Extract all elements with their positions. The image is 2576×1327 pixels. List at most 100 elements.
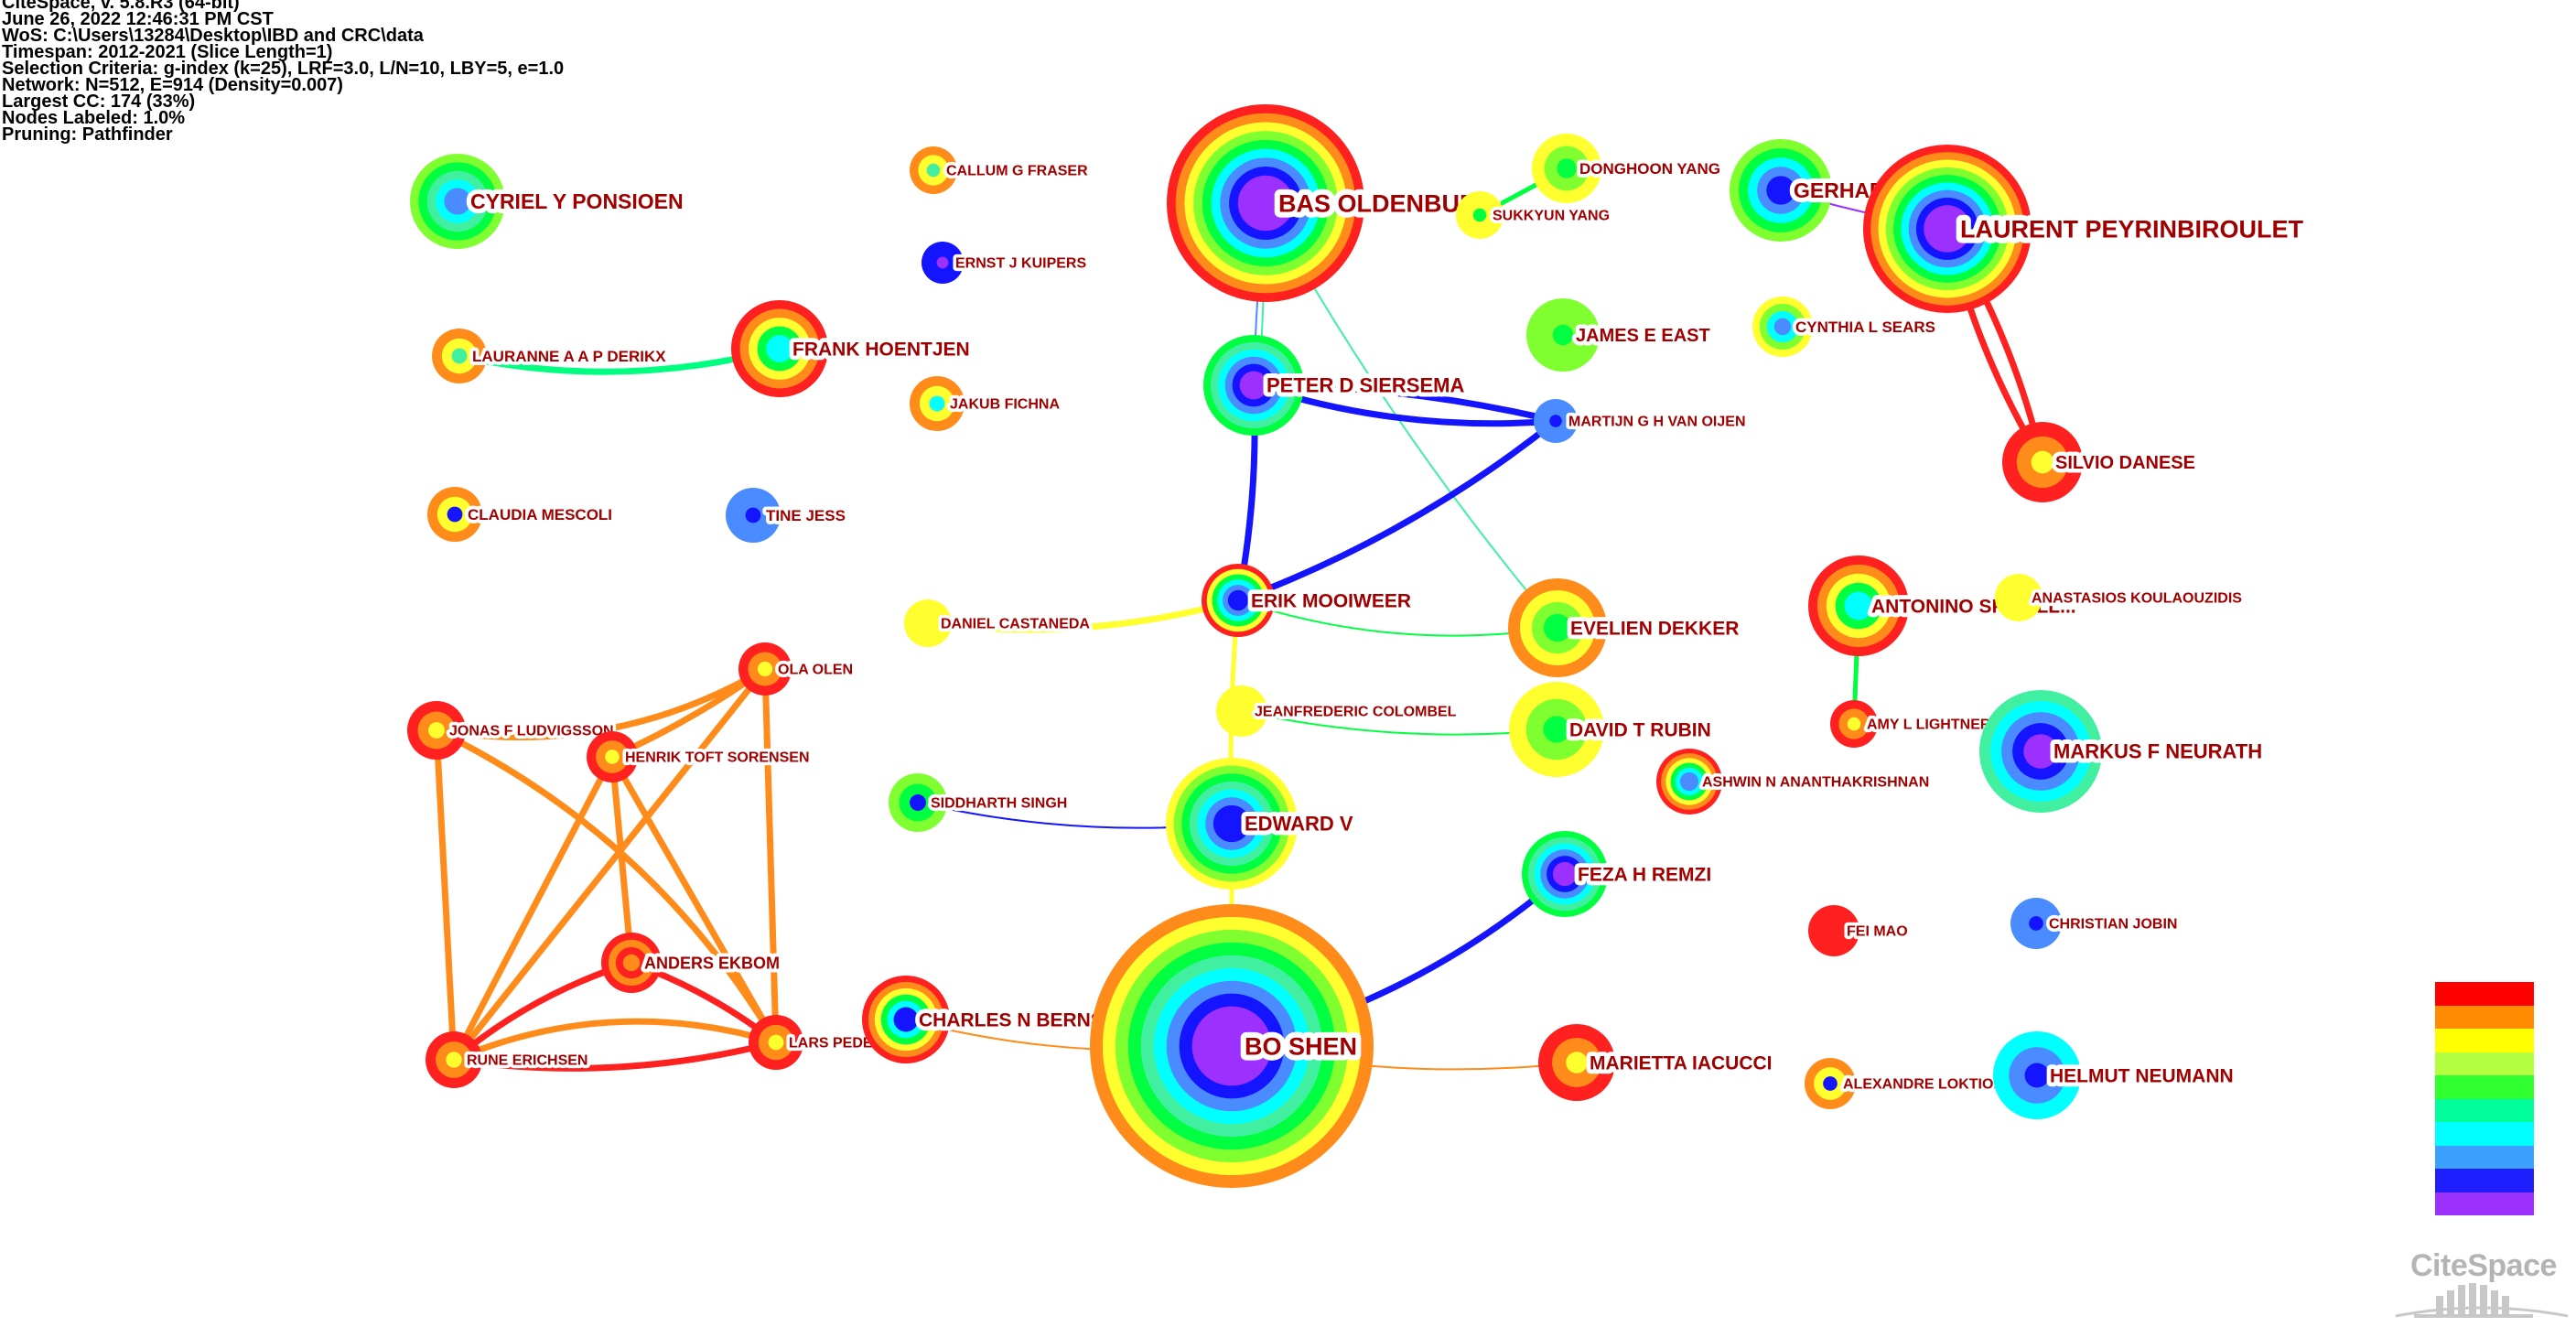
legend-swatch-1	[2435, 1005, 2534, 1029]
node-label: RUNE ERICHSEN	[467, 1053, 587, 1069]
edge-rune-lars	[450, 1039, 780, 1072]
node-ring	[1472, 208, 1487, 222]
node-label-halo: LAURENT PEYRINBIROULET	[1960, 215, 2304, 243]
node-ring	[1808, 905, 1859, 956]
edge-rune-lars	[450, 1018, 780, 1063]
node-ring	[1766, 176, 1795, 205]
node-label: FEI MAO	[1847, 924, 1908, 940]
color-legend	[2435, 982, 2534, 1215]
header-line: Nodes Labeled: 1.0%	[2, 108, 186, 128]
node-antonino[interactable]: ANTONINO SPINELL...ANTONINO SPINELL...	[1808, 556, 2080, 656]
node-label: DANIEL CASTANEDA	[941, 617, 1090, 632]
header-line: Pruning: Pathfinder	[2, 124, 173, 145]
node-ring	[1239, 371, 1268, 400]
node-label-halo: LAURANNE A A P DERIKX	[472, 348, 666, 365]
node-label: CHRISTIAN JOBIN	[2049, 917, 2177, 933]
node-ring	[428, 722, 445, 739]
node-label-halo: CLAUDIA MESCOLI	[468, 506, 612, 523]
node-label-halo: FEI MAO	[1847, 924, 1908, 940]
node-ring	[745, 507, 761, 523]
header-line: Selection Criteria: g-index (k=25), LRF=…	[2, 59, 565, 79]
header-line: WoS: C:\Users\13284\Desktop\IBD and CRC\…	[2, 26, 424, 46]
node-label: LAURENT PEYRINBIROULET	[1960, 215, 2304, 243]
node-ring	[757, 661, 773, 677]
node-label: CALLUM G FRASER	[946, 164, 1088, 179]
node-label-halo: BO SHEN	[1245, 1032, 1357, 1060]
edge-ola-rune	[450, 665, 769, 1063]
node-ring	[2024, 1063, 2050, 1088]
node-label: HELMUT NEUMANN	[2050, 1065, 2234, 1086]
node-label: HENRIK TOFT SORENSEN	[625, 750, 810, 766]
node-label: ANDERS EKBOM	[644, 954, 780, 972]
node-label-halo: TINE JESS	[766, 507, 846, 524]
edge-henrik-lars	[609, 753, 780, 1046]
node-label: EDWARD V	[1245, 813, 1353, 836]
node-ring	[1213, 804, 1251, 843]
node-ring	[904, 599, 952, 647]
node-ring	[936, 256, 949, 269]
header-line: Network: N=512, E=914 (Density=0.007)	[2, 75, 343, 95]
node-label: CYRIEL Y PONSIOEN	[470, 189, 684, 213]
node-ring	[622, 954, 641, 972]
node-label: ERNST J KUIPERS	[955, 256, 1086, 272]
node-ring	[1557, 158, 1577, 178]
node-label: MARTIJN G H VAN OIJEN	[1568, 415, 1746, 430]
legend-swatch-4	[2435, 1075, 2534, 1099]
node-ring	[1216, 685, 1267, 737]
node-ring	[1773, 318, 1792, 336]
node-label: DAVID T RUBIN	[1569, 719, 1711, 740]
node-ring	[1679, 771, 1699, 792]
node-label-halo: HENRIK TOFT SORENSEN	[625, 750, 810, 766]
edge-daniel-erik	[924, 597, 1242, 633]
header-line: CiteSpace, v. 5.8.R3 (64-bit)	[2, 0, 240, 13]
node-ring	[1844, 591, 1873, 620]
node-ring	[2023, 734, 2058, 769]
node-label-halo: SUKKYUN YANG	[1493, 209, 1610, 224]
node-label: ERIK MOOIWEER	[1251, 590, 1411, 611]
node-label: SUKKYUN YANG	[1493, 209, 1610, 224]
node-ring	[447, 506, 463, 523]
